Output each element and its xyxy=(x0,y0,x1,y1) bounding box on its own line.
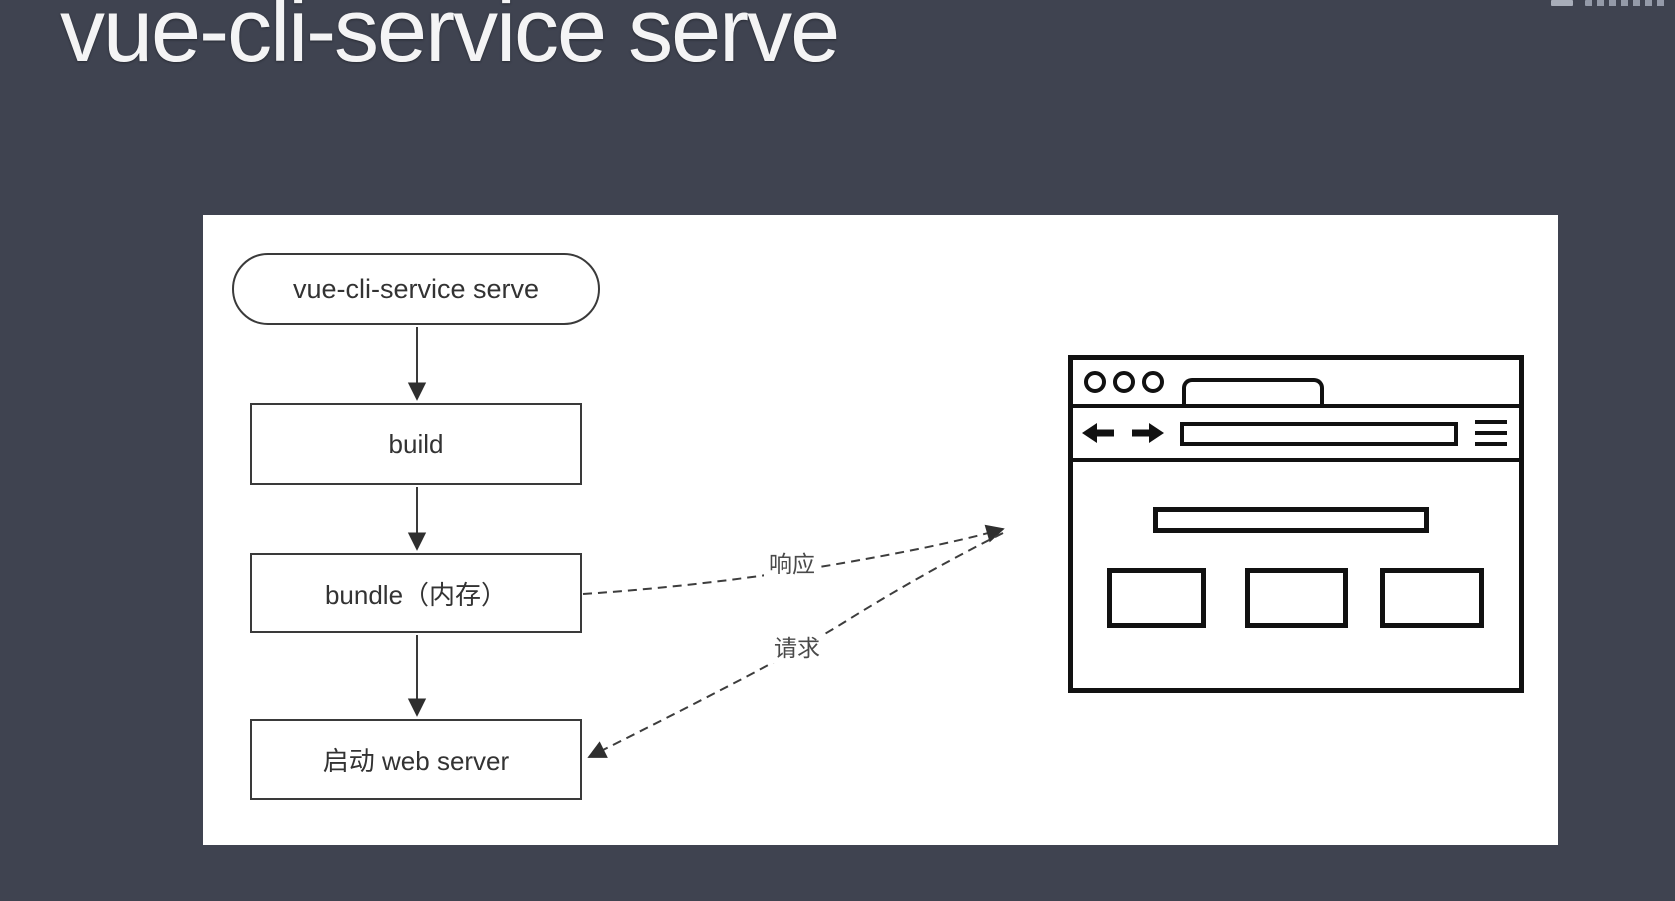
flow-connectors xyxy=(407,327,1005,758)
browser-titlebar xyxy=(1073,360,1519,408)
content-box xyxy=(1107,568,1206,628)
menu-icon xyxy=(1475,420,1507,446)
node-server-label: 启动 web server xyxy=(322,746,510,776)
window-button-icon xyxy=(1084,371,1106,393)
forward-arrow-icon xyxy=(1132,423,1164,443)
node-start-label: vue-cli-service serve xyxy=(292,273,540,304)
cropped-toolbar-text xyxy=(1585,0,1669,6)
edge-request-dashed xyxy=(587,532,1004,758)
node-bundle: bundle（内存） xyxy=(250,553,582,633)
response-edge-label: 响应 xyxy=(764,549,820,579)
browser-illustration xyxy=(1068,355,1524,693)
browser-content xyxy=(1073,462,1519,688)
window-button-icon xyxy=(1142,371,1164,393)
request-edge-label: 请求 xyxy=(769,633,825,663)
content-box xyxy=(1380,568,1484,628)
content-heading-placeholder xyxy=(1153,507,1429,533)
node-build-label: build xyxy=(388,428,444,459)
nav-arrows xyxy=(1082,423,1164,443)
browser-tab-icon xyxy=(1182,378,1324,404)
edge-response-dashed xyxy=(582,524,1005,595)
cropped-toolbar-icon xyxy=(1551,0,1573,6)
content-box xyxy=(1245,568,1348,628)
page-title: vue-cli-service serve xyxy=(60,0,840,81)
browser-navbar xyxy=(1073,408,1519,462)
window-button-icon xyxy=(1113,371,1135,393)
node-server: 启动 web server xyxy=(250,719,582,800)
node-start: vue-cli-service serve xyxy=(232,253,600,325)
back-arrow-icon xyxy=(1082,423,1114,443)
cropped-toolbar-fragment xyxy=(1551,0,1671,8)
node-bundle-label: bundle（内存） xyxy=(324,579,508,610)
node-build: build xyxy=(250,403,582,485)
diagram-panel: vue-cli-service serve build bundle（内存） 启… xyxy=(203,215,1558,845)
address-bar xyxy=(1180,422,1458,446)
